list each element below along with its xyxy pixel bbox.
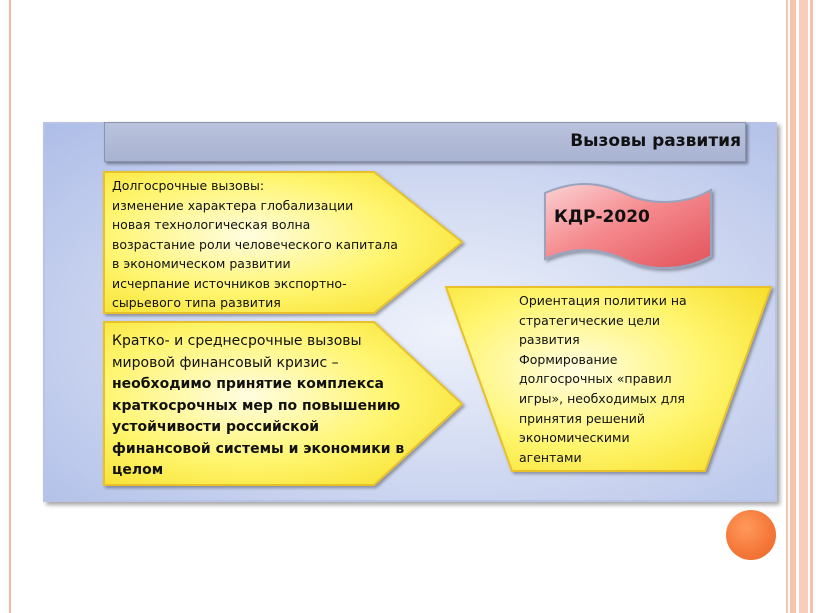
short-term-bold-line: краткосрочных мер по повышению bbox=[112, 397, 401, 414]
long-term-line: в экономическом развитии bbox=[112, 256, 291, 271]
policy-line: агентами bbox=[519, 449, 582, 465]
long-term-line: новая технологическая волна bbox=[112, 217, 311, 232]
orange-circle-decoration bbox=[726, 510, 776, 560]
long-term-line: Долгосрочные вызовы: bbox=[112, 178, 265, 193]
long-term-arrow bbox=[103, 171, 464, 314]
long-term-line: исчерпание источников экспортно- bbox=[112, 275, 347, 291]
short-term-line: Кратко- и среднесрочные вызовы bbox=[112, 333, 362, 349]
kdr-flag bbox=[544, 183, 712, 269]
policy-line: стратегические цели bbox=[519, 312, 661, 328]
short-term-bold-line: целом bbox=[112, 462, 164, 478]
policy-line: игры», необходимых для bbox=[519, 390, 685, 406]
policy-line: Формирование bbox=[519, 351, 618, 367]
short-term-bold-line: необходимо принятие комплекса bbox=[112, 376, 384, 392]
policy-line: долгосрочных «правил bbox=[519, 371, 672, 387]
policy-line: экономическими bbox=[519, 430, 630, 446]
header-title: Вызовы развития bbox=[570, 131, 741, 151]
policy-text: Ориентация политики на стратегические це… bbox=[519, 291, 687, 467]
left-rule bbox=[9, 0, 11, 613]
short-term-bold-line: финансовой системы и экономики в bbox=[112, 440, 405, 457]
long-term-line: изменение характера глобализации bbox=[112, 197, 354, 213]
short-term-bold-line: устойчивости российской bbox=[112, 419, 320, 435]
header-bar: Вызовы развития bbox=[104, 122, 746, 162]
policy-line: Ориентация политики на bbox=[519, 293, 687, 308]
policy-line: принятия решений bbox=[519, 410, 645, 426]
short-term-text: Кратко- и среднесрочные вызовы мировой ф… bbox=[112, 331, 404, 482]
policy-trapezoid bbox=[444, 286, 773, 472]
long-term-text: Долгосрочные вызовы: изменение характера… bbox=[112, 176, 398, 313]
short-term-arrow bbox=[103, 321, 464, 486]
long-term-line: сырьевого типа развития bbox=[112, 295, 281, 310]
long-term-line: возрастание роли человеческого капитала bbox=[112, 236, 398, 252]
short-term-line: мировой финансовый кризис – bbox=[112, 354, 339, 371]
policy-line: развития bbox=[519, 332, 580, 348]
kdr-label: КДР-2020 bbox=[554, 207, 650, 227]
